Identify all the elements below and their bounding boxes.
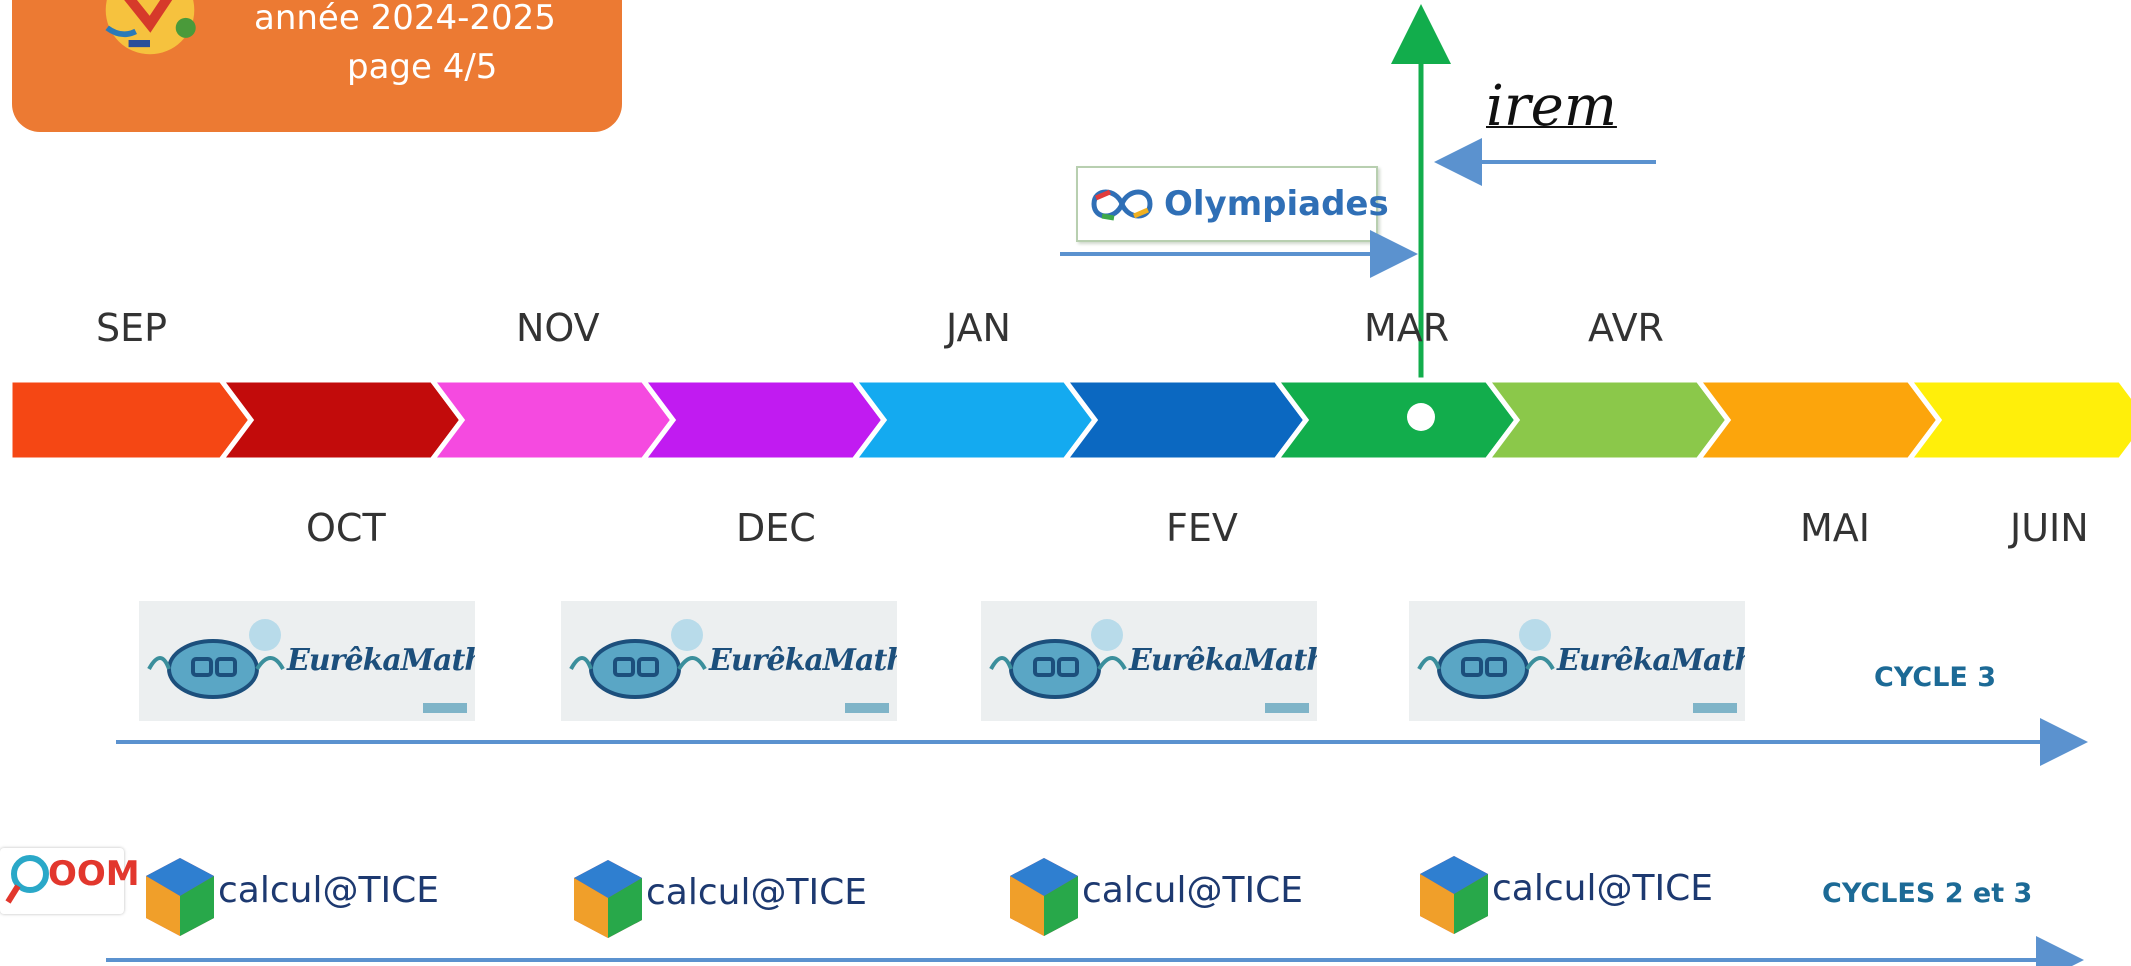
march-event-dot xyxy=(1407,403,1435,431)
header-badge: année 2024-2025 page 4/5 xyxy=(12,0,622,132)
month-label-juin: JUIN xyxy=(2010,506,2089,550)
calcul-tice-logo: calcul@TICE xyxy=(144,852,474,942)
calcul-tice-logo: calcul@TICE xyxy=(1008,852,1338,942)
eurekamaths-label: EurêkaMaths xyxy=(1129,643,1317,678)
eurekamaths-logo: EurêkaMaths xyxy=(139,601,475,721)
calcul-tice-cube-icon xyxy=(1420,856,1488,934)
calcul-tice-label: calcul@TICE xyxy=(646,872,867,913)
month-label-dec: DEC xyxy=(736,506,816,550)
month-label-nov: NOV xyxy=(516,306,600,350)
eurekamaths-logo: EurêkaMaths xyxy=(981,601,1317,721)
month-label-mai: MAI xyxy=(1800,506,1870,550)
eurekamaths-badge xyxy=(845,703,889,713)
calcul-tice-logo: calcul@TICE xyxy=(1418,850,1748,940)
cycle-3-label: CYCLE 3 xyxy=(1874,662,1997,693)
month-label-avr: AVR xyxy=(1588,306,1664,350)
brain-icon xyxy=(569,619,707,699)
calcul-tice-label: calcul@TICE xyxy=(1082,870,1303,911)
brain-icon xyxy=(1417,619,1555,699)
timeline-segment xyxy=(849,377,1099,463)
olympiades-infinity-icon xyxy=(1091,189,1153,221)
month-label-jan: JAN xyxy=(946,306,1011,350)
timeline-segment xyxy=(1060,377,1310,463)
olympiades-label: Olympiades xyxy=(1164,184,1389,224)
timeline-segment xyxy=(1904,377,2131,463)
month-label-fev: FEV xyxy=(1166,506,1238,550)
cd-oise-logo xyxy=(105,0,196,55)
calcul-tice-cube-icon xyxy=(574,860,642,938)
page-number-label: page 4/5 xyxy=(347,47,498,87)
month-label-mar: MAR xyxy=(1364,306,1450,350)
eurekamaths-badge xyxy=(1265,703,1309,713)
timeline-segment xyxy=(1271,377,1521,463)
calcul-tice-cube-icon xyxy=(146,858,214,936)
eurekamaths-label: EurêkaMaths xyxy=(287,643,475,678)
calcul-tice-label: calcul@TICE xyxy=(1492,868,1713,909)
eurekamaths-logo: EurêkaMaths xyxy=(561,601,897,721)
timeline-segment xyxy=(216,377,466,463)
month-label-sep: SEP xyxy=(96,306,168,350)
timeline-segment xyxy=(427,377,677,463)
month-label-oct: OCT xyxy=(306,506,386,550)
cycles-2-3-label: CYCLES 2 et 3 xyxy=(1822,878,2033,909)
timeline-segment xyxy=(1693,377,1943,463)
eurekamaths-label: EurêkaMaths xyxy=(709,643,897,678)
calcul-tice-logo: calcul@TICE xyxy=(572,854,902,944)
calcul-tice-cube-icon xyxy=(1010,858,1078,936)
olympiades-logo: Olympiades xyxy=(1076,166,1389,242)
eurekamaths-badge xyxy=(1693,703,1737,713)
eurekamaths-label: EurêkaMaths xyxy=(1557,643,1745,678)
oom-logo: OOM xyxy=(0,848,140,914)
school-year-label: année 2024-2025 xyxy=(254,0,556,38)
timeline-segment xyxy=(1482,377,1732,463)
brain-icon xyxy=(989,619,1127,699)
eurekamaths-badge xyxy=(423,703,467,713)
timeline-segment xyxy=(638,377,888,463)
eurekamaths-logo: EurêkaMaths xyxy=(1409,601,1745,721)
timeline-segment xyxy=(7,377,255,463)
irem-label: irem xyxy=(1486,74,1617,139)
oom-label: OOM xyxy=(48,854,140,894)
month-timeline xyxy=(7,377,2131,463)
calcul-tice-label: calcul@TICE xyxy=(218,870,439,911)
magnifier-icon xyxy=(5,855,49,904)
brain-icon xyxy=(147,619,285,699)
